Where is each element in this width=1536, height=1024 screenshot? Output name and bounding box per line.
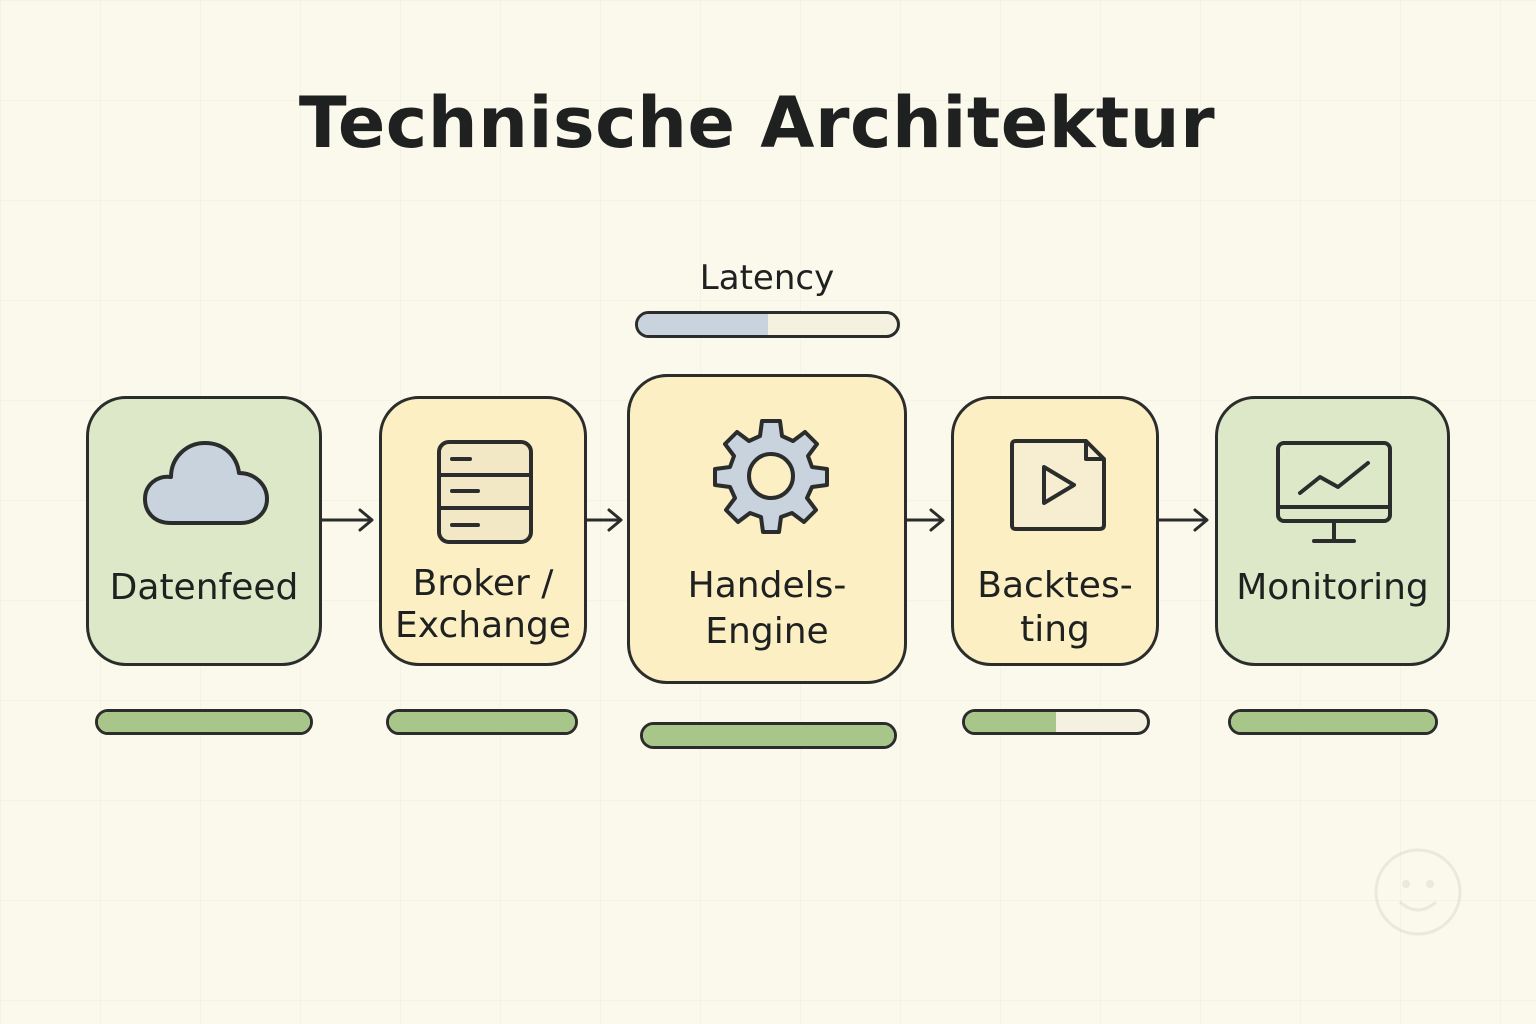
node-broker-exchange: Broker / Exchange: [379, 396, 587, 666]
node-label-line: Exchange: [395, 605, 571, 646]
node-label-line: Broker /: [412, 563, 554, 604]
node-handels-engine: Handels- Engine: [627, 374, 907, 684]
node-datenfeed: Datenfeed: [86, 396, 322, 666]
play-file-icon: [1010, 439, 1106, 531]
node-label: Handels- Engine: [630, 565, 904, 653]
node-label: Datenfeed: [89, 567, 319, 609]
node-monitoring: Monitoring: [1215, 396, 1450, 666]
flow-arrow: [1159, 508, 1209, 532]
node-backtesting: Backtes- ting: [951, 396, 1159, 666]
status-bar-fill: [643, 725, 894, 746]
latency-bar-fill: [638, 314, 768, 335]
status-bar-engine: [640, 722, 897, 749]
node-label-line: Datenfeed: [109, 567, 299, 608]
node-label: Backtes- ting: [954, 565, 1156, 651]
watermark-face-icon: [1374, 848, 1462, 936]
status-bar-fill: [965, 712, 1056, 732]
cloud-icon: [143, 441, 269, 525]
status-bar-fill: [389, 712, 575, 732]
status-bar-monitoring: [1228, 709, 1438, 735]
flow-arrow: [907, 508, 945, 532]
node-label-line: Backtes-: [977, 565, 1133, 606]
latency-bar: [635, 311, 900, 338]
gear-icon: [713, 419, 829, 534]
server-icon: [437, 440, 533, 544]
flow-arrow: [322, 508, 374, 532]
status-bar-fill: [98, 712, 310, 732]
status-bar-backtesting: [962, 709, 1150, 735]
node-label-line: Handels-: [687, 565, 847, 606]
page-title: Technische Architektur: [298, 82, 1216, 164]
node-label-line: ting: [1020, 609, 1090, 650]
node-label: Monitoring: [1218, 567, 1447, 609]
latency-label: Latency: [699, 258, 835, 298]
node-label-line: Monitoring: [1236, 567, 1429, 608]
status-bar-datenfeed: [95, 709, 313, 735]
status-bar-broker: [386, 709, 578, 735]
node-label-line: Engine: [705, 611, 829, 652]
node-label: Broker / Exchange: [382, 563, 584, 647]
monitor-chart-icon: [1276, 441, 1392, 543]
status-bar-fill: [1231, 712, 1435, 732]
flow-arrow: [587, 508, 623, 532]
